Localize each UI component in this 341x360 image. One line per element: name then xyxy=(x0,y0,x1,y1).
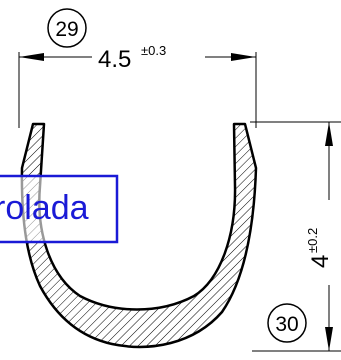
stamp-text: rolada xyxy=(0,189,89,227)
callout-bottom-label: 30 xyxy=(275,313,298,336)
width-dimension-tolerance: ±0.3 xyxy=(141,43,166,58)
height-arrow-bottom xyxy=(325,327,333,351)
callout-top-label: 29 xyxy=(55,18,78,41)
stamp-box xyxy=(0,174,119,244)
width-dimension-value: 4.5 xyxy=(98,46,131,73)
callout-bottom-circle xyxy=(267,303,307,343)
callout-top-circle xyxy=(47,8,87,48)
width-arrow-right xyxy=(231,53,256,61)
height-arrow-top xyxy=(325,122,333,146)
width-arrow-left xyxy=(19,53,44,61)
height-dimension-value: 4 xyxy=(307,255,334,268)
u-profile-section xyxy=(20,122,258,349)
height-dimension-tolerance: ±0.2 xyxy=(305,228,320,253)
